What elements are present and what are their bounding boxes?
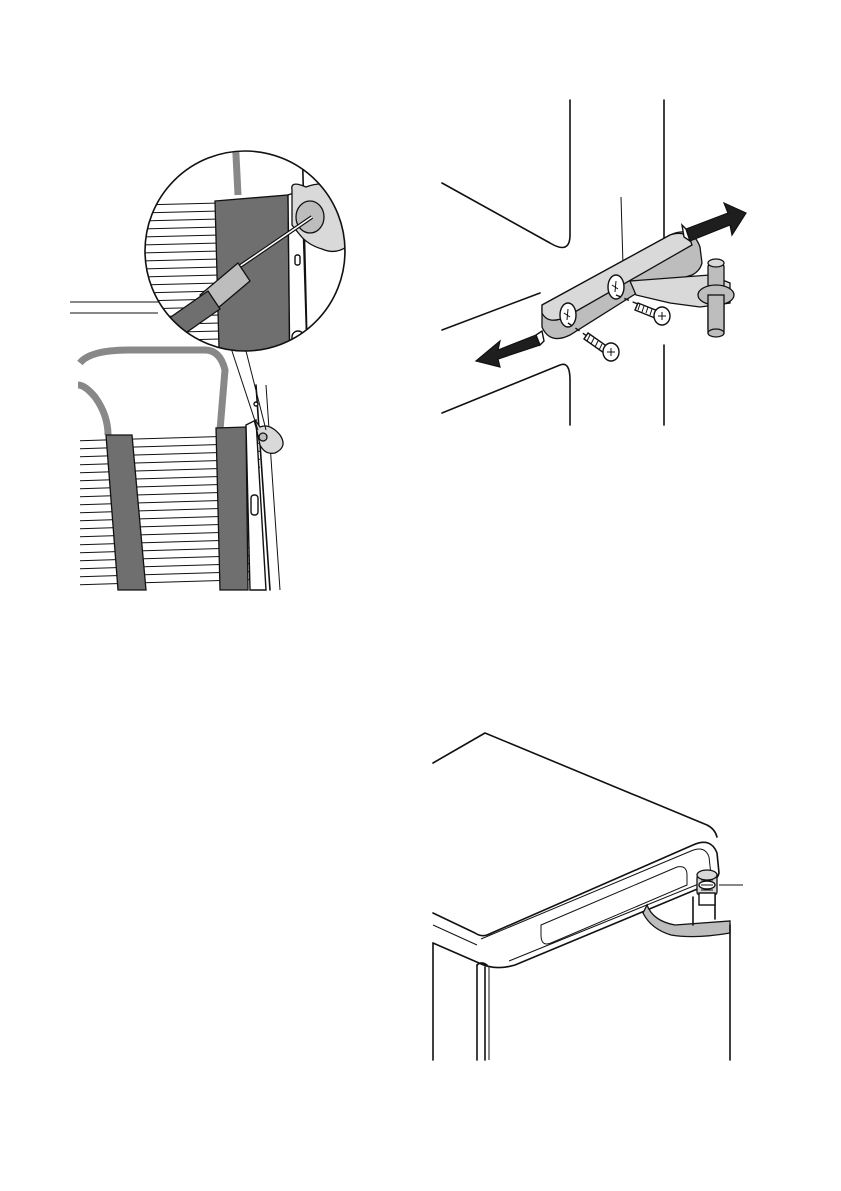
figure-top-hinge — [425, 725, 750, 1065]
hole — [254, 402, 258, 406]
screw-upper — [635, 303, 670, 325]
clip-screw — [259, 433, 267, 441]
condenser-bar — [216, 427, 248, 590]
screw-lower — [584, 333, 619, 361]
callout-line — [246, 351, 266, 430]
door-seal — [643, 905, 730, 937]
leader-line — [621, 197, 623, 265]
cabinet-edge — [442, 293, 540, 330]
condenser-bar — [106, 435, 146, 590]
callout-line — [230, 345, 258, 430]
cabinet-edge — [442, 364, 570, 425]
top-hinge-illustration — [425, 725, 750, 1065]
arrow-outward-right — [682, 203, 746, 241]
arrow-outward-left — [476, 331, 544, 367]
cabinet-edge — [442, 100, 570, 248]
condenser-tube — [235, 135, 238, 195]
figure-hinge-bracket — [430, 95, 760, 430]
hinge-bracket-illustration — [430, 95, 760, 430]
slot-hole — [251, 495, 258, 515]
condenser-tube — [80, 350, 225, 430]
top-cover-edge — [433, 733, 717, 837]
figure-condenser-detail — [70, 135, 380, 605]
condenser-illustration — [70, 135, 380, 605]
top-cover-front — [433, 842, 719, 967]
condenser-tube — [78, 385, 108, 435]
hinge-pin-top — [708, 259, 724, 267]
hinge-pin-cap — [697, 870, 717, 905]
top-cover-bevel — [481, 849, 711, 961]
